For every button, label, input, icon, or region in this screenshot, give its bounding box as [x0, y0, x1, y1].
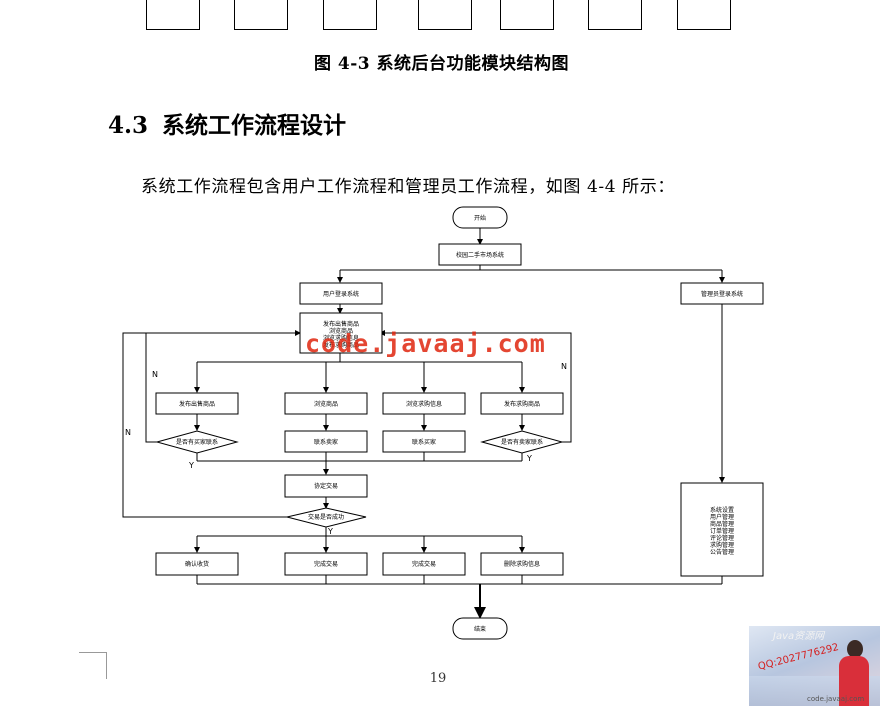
badge-title: Java资源网	[773, 631, 825, 642]
decision-deal-label: 交易是否成功	[308, 513, 344, 521]
badge-url: code.javaaj.com	[807, 695, 865, 703]
contact-buyer-label: 联系买家	[412, 438, 436, 446]
delete-wanted-node	[480, 552, 564, 576]
publish-wanted-node	[480, 392, 564, 415]
complete-deal-label-2: 完成交易	[412, 560, 436, 568]
admin-login-node	[680, 282, 764, 305]
user-login-node	[299, 282, 383, 305]
badge-qq: QQ:2027776292	[757, 641, 840, 673]
decision-left-node	[155, 430, 239, 454]
user-login-label: 用户登录系统	[323, 290, 359, 298]
end-node	[452, 617, 508, 640]
prev-figure-box-7	[677, 0, 731, 30]
admin-menu-node	[680, 482, 764, 577]
prev-figure-box-5	[500, 0, 554, 30]
body-paragraph: 系统工作流程包含用户工作流程和管理员工作流程，如图 4-4 所示：	[141, 177, 675, 197]
login-label: 校园二手市场系统	[456, 251, 504, 259]
publish-sale-label: 发布出售商品	[179, 400, 215, 408]
section-number: 4.3	[108, 112, 149, 139]
end-label: 结束	[474, 625, 486, 633]
section-heading: 4.3 系统工作流程设计	[108, 106, 346, 140]
browse-goods-node	[284, 392, 368, 415]
section-title: 系统工作流程设计	[162, 112, 347, 139]
page-corner-mark	[79, 652, 107, 679]
publish-wanted-label: 发布求购商品	[504, 400, 540, 408]
delete-wanted-label: 删除求购信息	[504, 560, 540, 568]
start-node	[452, 206, 508, 229]
confirm-receipt-label: 确认收货	[185, 560, 209, 568]
branch-y-deal: Y	[327, 527, 333, 536]
branch-y-left: Y	[188, 461, 194, 470]
badge-figure-head	[847, 640, 863, 658]
branch-n-left: N	[152, 370, 158, 379]
prev-figure-box-4	[418, 0, 472, 30]
contact-seller-label: 联系卖家	[314, 438, 338, 446]
agree-deal-label: 协定交易	[314, 482, 338, 490]
start-label: 开始	[474, 214, 486, 222]
contact-buyer-node	[382, 430, 466, 453]
admin-login-label: 管理员登录系统	[701, 290, 743, 298]
watermark-text: code.javaaj.com	[305, 329, 546, 358]
complete-deal-node-2	[382, 552, 466, 576]
branch-y-right: Y	[526, 454, 532, 463]
decision-deal-node	[286, 507, 367, 528]
agree-deal-node	[284, 474, 368, 498]
browse-wanted-node	[382, 392, 466, 415]
page-number: 19	[429, 671, 447, 686]
decision-right-node	[480, 430, 564, 454]
prev-figure-box-1	[146, 0, 200, 30]
confirm-receipt-node	[155, 552, 239, 576]
user-menu-label: 发布出售商品浏览商品浏览求购信息发布求购商品	[323, 320, 359, 349]
decision-left-label: 是否有买家联系	[176, 438, 218, 446]
admin-menu-label: 系统设置用户管理商品管理订单管理评论管理求购管理公告管理	[710, 506, 734, 556]
prev-figure-box-3	[323, 0, 377, 30]
prev-figure-box-6	[588, 0, 642, 30]
user-menu-node	[299, 312, 383, 354]
watermark-badge: Java资源网 QQ:2027776292 code.javaaj.com	[749, 626, 880, 706]
complete-deal-node-1	[284, 552, 368, 576]
complete-deal-label-1: 完成交易	[314, 560, 338, 568]
browse-goods-label: 浏览商品	[314, 400, 338, 408]
publish-sale-node	[155, 392, 239, 415]
prev-figure-box-2	[234, 0, 288, 30]
figure-caption: 图 4-3 系统后台功能模块结构图	[313, 54, 570, 74]
badge-figure-body	[839, 656, 869, 706]
login-node	[438, 243, 522, 266]
branch-n-deal: N	[125, 428, 131, 437]
branch-n-right: N	[561, 362, 567, 371]
decision-right-label: 是否有卖家联系	[501, 438, 543, 446]
browse-wanted-label: 浏览求购信息	[406, 400, 442, 408]
contact-seller-node	[284, 430, 368, 453]
